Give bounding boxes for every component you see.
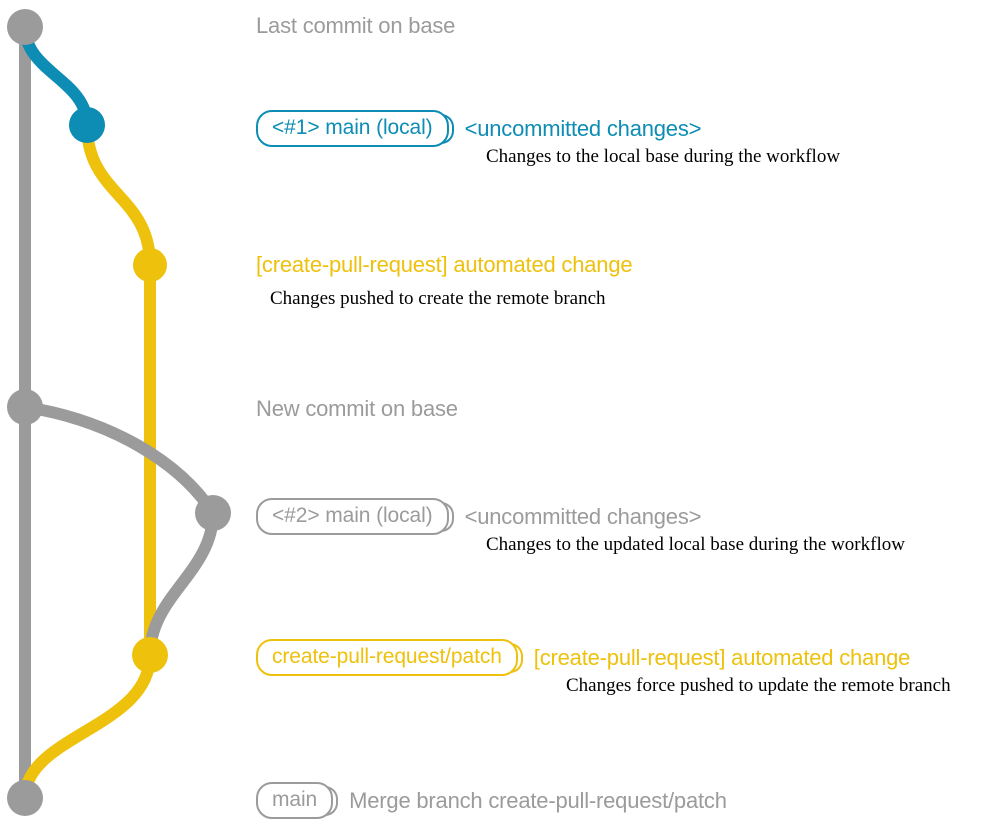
commit-subject: New commit on base bbox=[256, 396, 458, 421]
commit-row-automated-change-2: create-pull-request/patch [create-pull-r… bbox=[256, 639, 911, 677]
ref-pill-label: main bbox=[256, 782, 334, 820]
ref-pill-main[interactable]: main bbox=[256, 782, 334, 820]
commit-description-automated-change-1: Changes pushed to create the remote bran… bbox=[270, 288, 606, 309]
commit-row-automated-change-1: [create-pull-request] automated change bbox=[256, 252, 633, 277]
commit-description-local-main-1: Changes to the local base during the wor… bbox=[486, 146, 841, 167]
commit-row-last-commit-on-base: Last commit on base bbox=[256, 13, 455, 38]
commit-subject: [create-pull-request] automated change bbox=[256, 252, 633, 277]
ref-pill-label: <#2> main (local) bbox=[256, 498, 449, 536]
commit-row-local-main-2: <#2> main (local) <uncommitted changes> bbox=[256, 498, 702, 536]
node-automated-change-1 bbox=[133, 248, 167, 282]
ref-pill-label: create-pull-request/patch bbox=[256, 639, 518, 677]
commit-description-automated-change-2: Changes force pushed to update the remot… bbox=[566, 675, 951, 696]
commit-row-local-main-1: <#1> main (local) <uncommitted changes> bbox=[256, 110, 702, 148]
ref-pill-local-main-1[interactable]: <#1> main (local) bbox=[256, 110, 449, 148]
node-merge-commit bbox=[7, 780, 43, 816]
ref-pill-create-pull-request-patch[interactable]: create-pull-request/patch bbox=[256, 639, 518, 677]
node-local-main-1 bbox=[69, 107, 105, 143]
node-local-main-2 bbox=[195, 495, 231, 531]
node-last-commit-on-base bbox=[7, 9, 43, 45]
commit-subject: [create-pull-request] automated change bbox=[533, 644, 911, 670]
edge-local-main-1-to-patch-1 bbox=[81, 119, 156, 271]
commit-nodes bbox=[7, 9, 231, 816]
ref-pill-label: <#1> main (local) bbox=[256, 110, 449, 148]
node-new-commit-on-base bbox=[7, 389, 43, 425]
commit-row-merge-commit: main Merge branch create-pull-request/pa… bbox=[256, 782, 727, 820]
node-automated-change-2 bbox=[132, 637, 168, 673]
commit-subject: <uncommitted changes> bbox=[464, 503, 702, 529]
commit-subject: <uncommitted changes> bbox=[464, 115, 702, 141]
commit-row-new-commit-on-base: New commit on base bbox=[256, 396, 458, 421]
ref-pill-local-main-2[interactable]: <#2> main (local) bbox=[256, 498, 449, 536]
commit-subject: Merge branch create-pull-request/patch bbox=[349, 787, 727, 813]
edge-patch-2-to-merge bbox=[19, 649, 156, 804]
edge-local-main-2-to-patch-2 bbox=[144, 507, 219, 661]
edge-base-to-local-main-2 bbox=[19, 401, 219, 519]
commit-subject: Last commit on base bbox=[256, 13, 456, 38]
commit-description-local-main-2: Changes to the updated local base during… bbox=[486, 534, 905, 555]
